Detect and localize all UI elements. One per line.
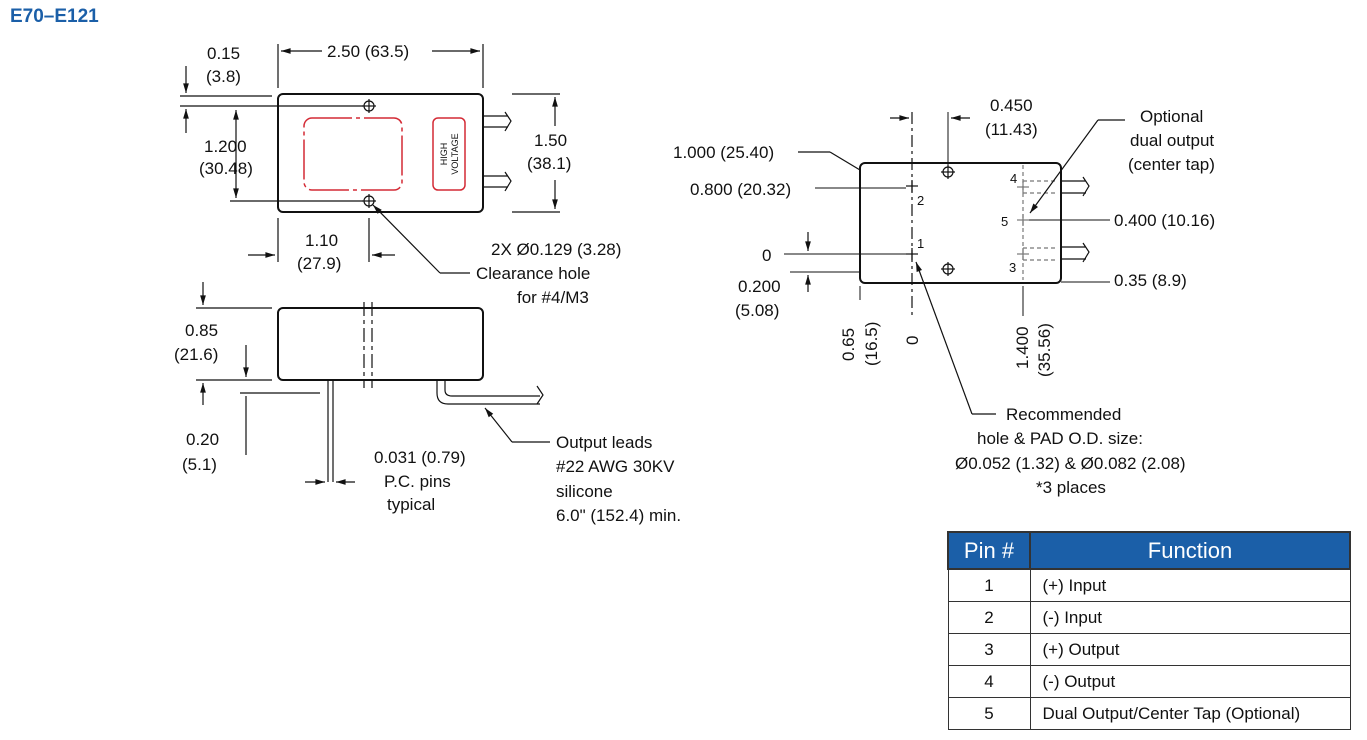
pin-label-3: 3 <box>1009 260 1016 275</box>
page-title: E70–E121 <box>10 6 99 27</box>
side-body-outline <box>277 307 484 381</box>
lead-bottom <box>483 171 512 192</box>
dim-085: 0.85 <box>185 321 218 340</box>
hole-note-1: 2X Ø0.129 (3.28) <box>491 240 621 259</box>
pin-function-table: Pin # Function 1 (+) Input 2 (-) Input 3… <box>947 531 1351 730</box>
dim-0450: 0.450 <box>990 96 1033 115</box>
dim-150: 1.50 <box>534 131 567 150</box>
pin-cell: 4 <box>947 665 1031 698</box>
dim-0800: 0.800 (20.32) <box>690 180 791 199</box>
table-row: 5 Dual Output/Center Tap (Optional) <box>947 697 1351 730</box>
voltage-label: VOLTAGE <box>450 133 460 174</box>
dim-020-mm: (5.1) <box>182 455 217 474</box>
dim-0: 0 <box>762 246 771 265</box>
dim-015: 0.15 <box>207 44 240 63</box>
pin-1-mark <box>906 248 918 260</box>
top-view-text: 0.15 (3.8) 2.50 (63.5) 1.200 (30.48) 1.5… <box>199 42 621 307</box>
pcb-view-text: 0.450 (11.43) 1.000 (25.40) 0.800 (20.32… <box>673 96 1215 497</box>
dim-x0: 0 <box>903 336 922 345</box>
pin-cell: 1 <box>947 568 1031 602</box>
pcb-lead-top <box>1061 176 1090 197</box>
dim-150-mm: (38.1) <box>527 154 571 173</box>
pin-label-1: 1 <box>917 236 924 251</box>
dim-065-mm: (16.5) <box>862 322 881 366</box>
table-row: 4 (-) Output <box>947 665 1351 698</box>
function-cell: (-) Output <box>1029 665 1351 698</box>
high-label: HIGH <box>439 143 449 166</box>
leads-note-4: 6.0" (152.4) min. <box>556 506 681 525</box>
function-cell: Dual Output/Center Tap (Optional) <box>1029 697 1351 730</box>
function-cell: (+) Output <box>1029 633 1351 666</box>
dim-035: 0.35 (8.9) <box>1114 271 1187 290</box>
hole-note-2: Clearance hole <box>476 264 590 283</box>
recommended-note-1: Recommended <box>1006 405 1121 424</box>
table-row: 2 (-) Input <box>947 601 1351 634</box>
recommended-note-4: *3 places <box>1036 478 1106 497</box>
pcb-view <box>784 112 1125 415</box>
output-lead <box>436 380 544 405</box>
hv-label-outline <box>432 117 466 191</box>
pin-label-5: 5 <box>1001 214 1008 229</box>
dim-110-mm: (27.9) <box>297 254 341 273</box>
dim-1200: 1.200 <box>204 137 247 156</box>
side-view <box>196 282 550 485</box>
top-view <box>180 44 560 274</box>
pin-note-3: typical <box>387 495 435 514</box>
pin-2-mark <box>906 180 918 192</box>
dim-110: 1.10 <box>305 231 338 250</box>
function-cell: (+) Input <box>1029 568 1351 602</box>
table-row: 3 (+) Output <box>947 633 1351 666</box>
red-window-outline <box>303 117 403 191</box>
dim-0400: 0.400 (10.16) <box>1114 211 1215 230</box>
header-pin: Pin # <box>947 531 1031 570</box>
recommended-note-3: Ø0.052 (1.32) & Ø0.082 (2.08) <box>955 454 1186 473</box>
hole-note-3: for #4/M3 <box>517 288 589 307</box>
optional-note-2: dual output <box>1130 131 1214 150</box>
pcb-lead-bottom <box>1061 242 1090 263</box>
recommended-note-2: hole & PAD O.D. size: <box>977 429 1143 448</box>
side-view-text: 0.85 (21.6) 0.20 (5.1) 0.031 (0.79) P.C.… <box>174 321 681 525</box>
pcb-body-outline <box>859 162 1062 284</box>
function-cell: (-) Input <box>1029 601 1351 634</box>
pin-note-2: P.C. pins <box>384 472 451 491</box>
dim-1000: 1.000 (25.40) <box>673 143 774 162</box>
dim-015-mm: (3.8) <box>206 67 241 86</box>
dim-0450-mm: (11.43) <box>985 120 1038 139</box>
pin-label-2: 2 <box>917 193 924 208</box>
dim-0200: 0.200 <box>738 277 781 296</box>
pin-cell: 5 <box>947 697 1031 730</box>
optional-note-1: Optional <box>1140 107 1203 126</box>
pin-cell: 2 <box>947 601 1031 634</box>
dim-1400-mm: (35.56) <box>1035 323 1054 377</box>
leads-note-3: silicone <box>556 482 613 501</box>
pin-cell: 3 <box>947 633 1031 666</box>
dim-065: 0.65 <box>839 328 858 361</box>
leads-note-1: Output leads <box>556 433 652 452</box>
optional-note-3: (center tap) <box>1128 155 1215 174</box>
table-row: 1 (+) Input <box>947 568 1351 602</box>
header-function: Function <box>1029 531 1351 570</box>
dim-1200-mm: (30.48) <box>199 159 253 178</box>
table-header-row: Pin # Function <box>947 531 1351 570</box>
dim-250: 2.50 (63.5) <box>327 42 409 61</box>
pin-note-1: 0.031 (0.79) <box>374 448 466 467</box>
dim-020: 0.20 <box>186 430 219 449</box>
dim-1400: 1.400 <box>1013 326 1032 369</box>
lead-top <box>483 111 512 132</box>
leads-note-2: #22 AWG 30KV <box>556 457 675 476</box>
dim-0200-mm: (5.08) <box>735 301 779 320</box>
dim-085-mm: (21.6) <box>174 345 218 364</box>
pin-label-4: 4 <box>1010 171 1017 186</box>
